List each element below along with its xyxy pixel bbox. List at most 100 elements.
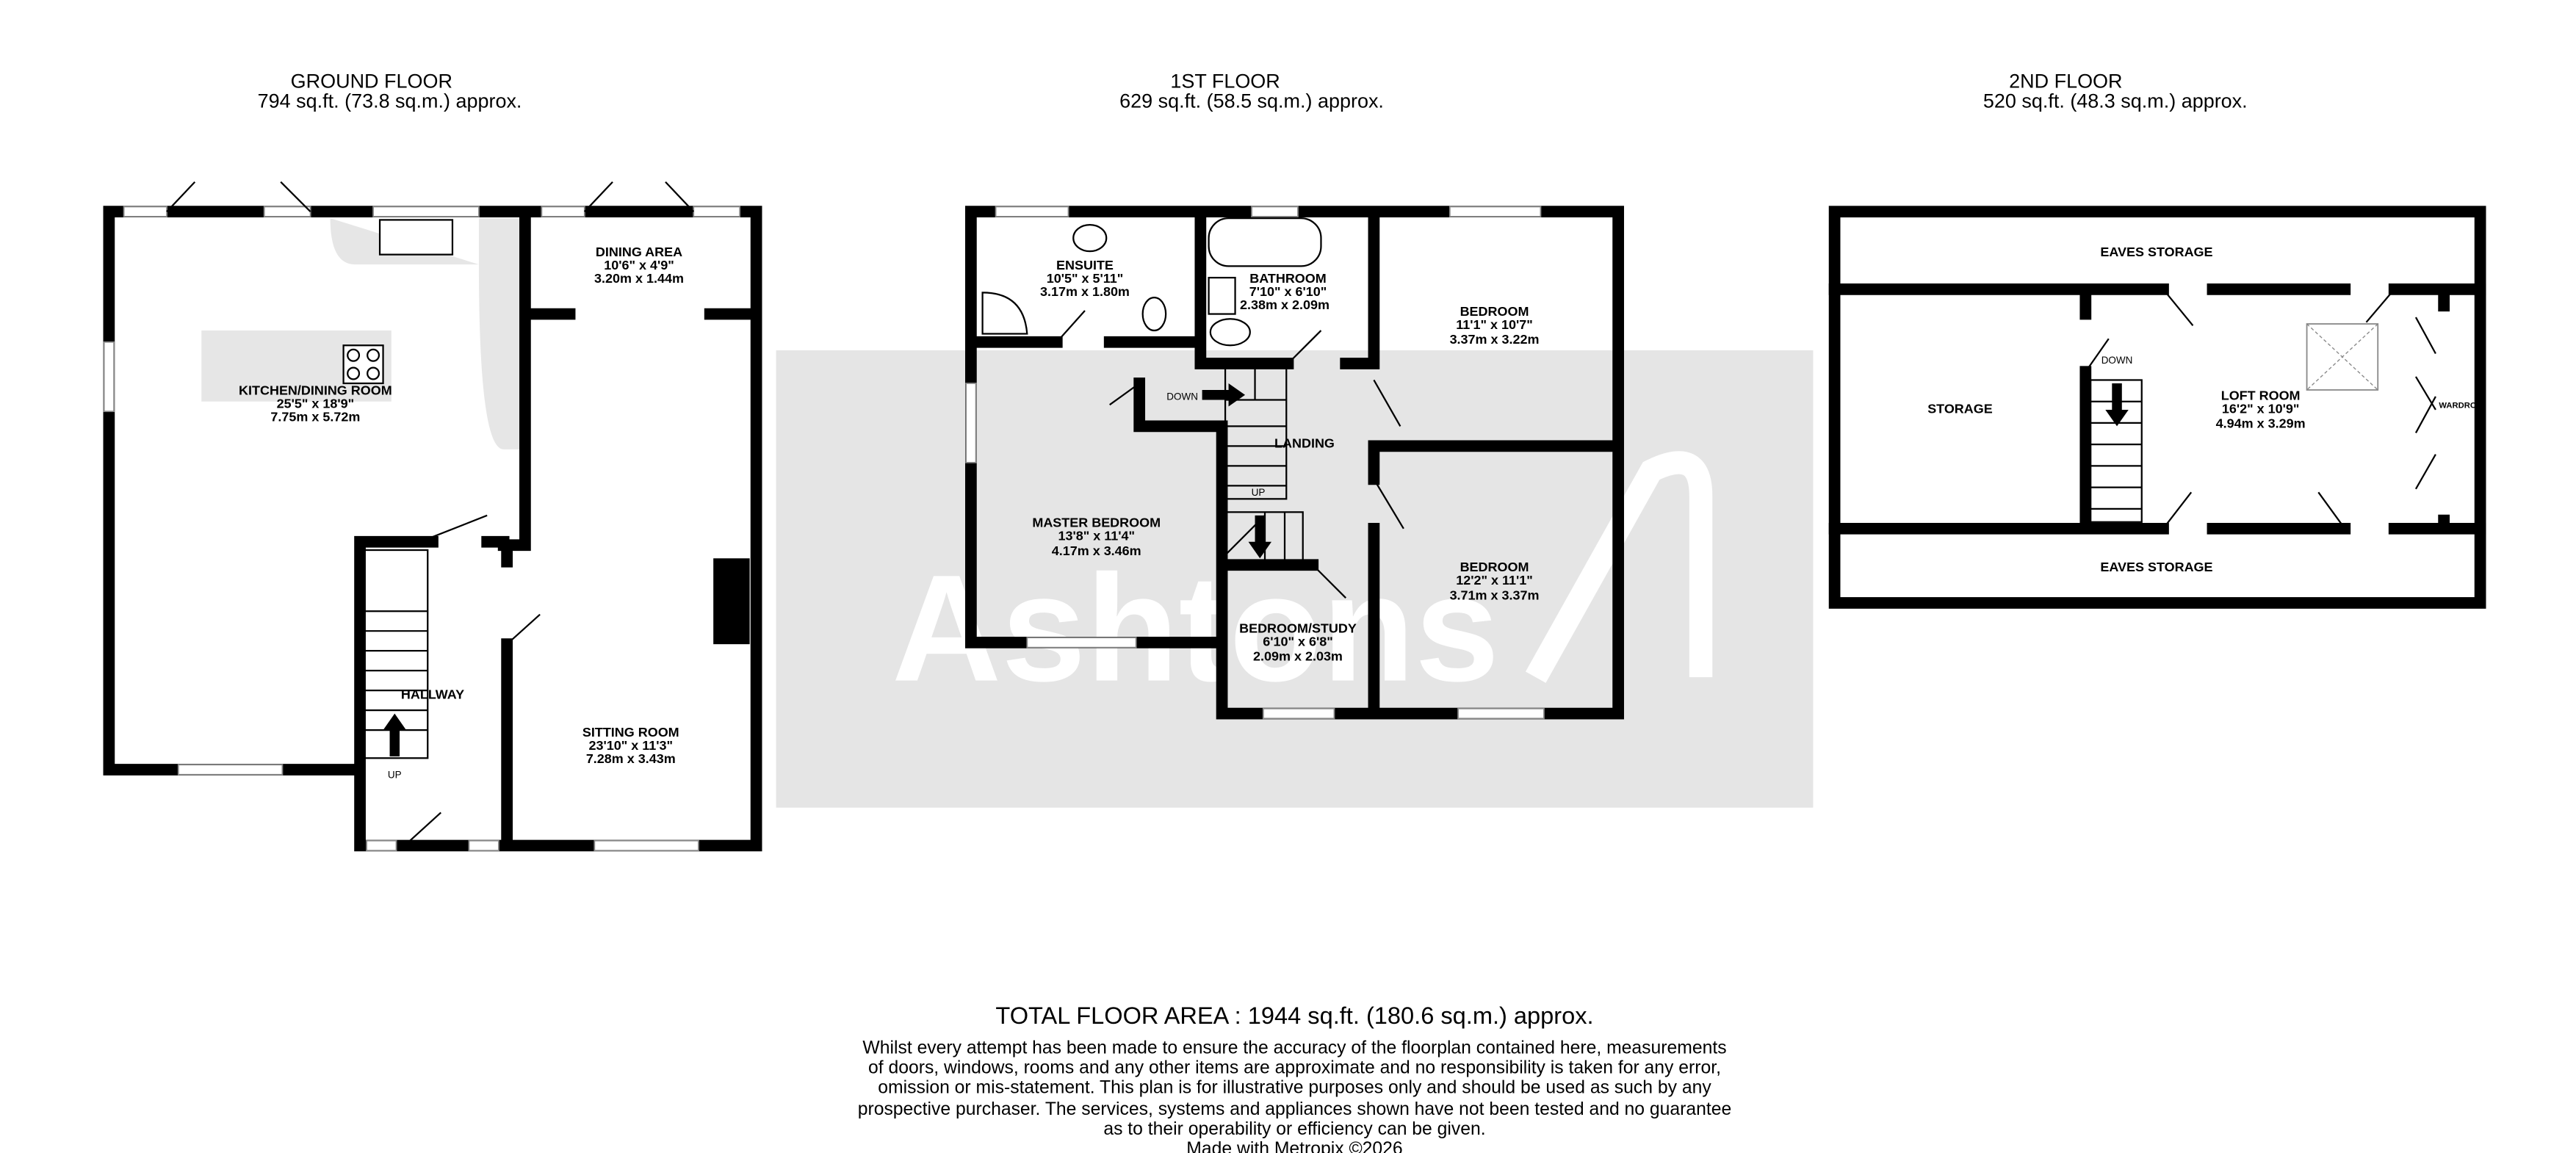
second-floor-plan: DOWN EAVES STORAGE STORAGE LOFT ROOM 16'… bbox=[1828, 206, 2488, 609]
toilet-icon bbox=[1209, 318, 1251, 347]
footer: TOTAL FLOOR AREA : 1944 sq.ft. (180.6 sq… bbox=[858, 1002, 1732, 1153]
disclaimer-line: prospective purchaser. The services, sys… bbox=[858, 1099, 1732, 1119]
room-hallway: HALLWAY bbox=[401, 687, 464, 701]
disclaimer-line: Whilst every attempt has been made to en… bbox=[862, 1038, 1726, 1058]
first-floor-header: 1ST FLOOR 629 sq.ft. (58.5 sq.m.) approx… bbox=[1119, 71, 1384, 112]
room-kitchen-dining: KITCHEN/DINING ROOM 25'5" x 18'9" 7.75m … bbox=[239, 383, 392, 424]
shower-icon bbox=[981, 292, 1028, 335]
floor-area: 520 sq.ft. (48.3 sq.m.) approx. bbox=[1983, 90, 2248, 112]
arrow-up-icon bbox=[383, 713, 407, 757]
room-dimensions-imperial: 16'2" x 10'9" bbox=[2222, 401, 2300, 416]
door-swing bbox=[1056, 310, 1404, 599]
window bbox=[1262, 707, 1335, 720]
kitchen-counter bbox=[330, 218, 521, 449]
room-name: BATHROOM bbox=[1249, 271, 1326, 286]
room-master-bedroom: MASTER BEDROOM 13'8" x 11'4" 4.17m x 3.4… bbox=[1032, 516, 1161, 558]
room-bedroom-1: BEDROOM 11'1" x 10'7" 3.37m x 3.22m bbox=[1450, 304, 1540, 347]
room-dimensions-imperial: 13'8" x 11'4" bbox=[1058, 529, 1135, 543]
ground-floor-header: GROUND FLOOR 794 sq.ft. (73.8 sq.m.) app… bbox=[258, 71, 522, 112]
room-name: MASTER BEDROOM bbox=[1032, 516, 1161, 530]
room-wardrobe: WARDROBE bbox=[2439, 402, 2488, 411]
room-loft-room: LOFT ROOM 16'2" x 10'9" 4.94m x 3.29m bbox=[2216, 388, 2306, 430]
room-landing: LANDING bbox=[1274, 436, 1335, 451]
room-storage: STORAGE bbox=[1927, 401, 1993, 416]
basin-icon bbox=[1208, 276, 1236, 315]
roof-window bbox=[2306, 323, 2379, 391]
room-name: SITTING ROOM bbox=[582, 725, 679, 740]
window bbox=[1026, 637, 1137, 648]
window bbox=[594, 839, 699, 852]
fireplace bbox=[713, 558, 750, 645]
room-dimensions-imperial: 10'6" x 4'9" bbox=[604, 258, 674, 272]
room-eaves-storage-top: EAVES STORAGE bbox=[2100, 245, 2212, 259]
window bbox=[177, 764, 284, 776]
room-bedroom-2: BEDROOM 12'2" x 11'1" 3.71m x 3.37m bbox=[1450, 560, 1540, 602]
arrow-down-icon bbox=[2105, 383, 2129, 427]
room-dimensions-imperial: 6'10" x 6'8" bbox=[1263, 634, 1333, 648]
room-dimensions-imperial: 23'10" x 11'3" bbox=[588, 738, 673, 753]
staircase bbox=[1202, 366, 1304, 566]
ground-floor-plan: UP KITCHEN/DINING ROOM 25'5" x 18'9" 7.7… bbox=[103, 181, 762, 852]
floor-area: 794 sq.ft. (73.8 sq.m.) approx. bbox=[258, 90, 522, 112]
room-name: BEDROOM/STUDY bbox=[1239, 621, 1357, 635]
arrow-right-icon bbox=[1202, 383, 1246, 407]
window bbox=[1448, 206, 1542, 217]
arrow-down-icon bbox=[1248, 515, 1272, 559]
room-ensuite: ENSUITE 10'5" x 5'11" 3.17m x 1.80m bbox=[1040, 258, 1130, 299]
window bbox=[1457, 707, 1545, 720]
toilet-icon bbox=[1141, 296, 1167, 332]
room-dimensions-metric: 3.20m x 1.44m bbox=[594, 271, 684, 286]
hob-icon bbox=[342, 344, 384, 385]
room-name: BEDROOM bbox=[1460, 304, 1529, 319]
disclaimer-line: of doors, windows, rooms and any other i… bbox=[868, 1058, 1721, 1078]
floor-title: 1ST FLOOR bbox=[1170, 71, 1280, 93]
room-name: DINING AREA bbox=[596, 245, 682, 259]
room-name: BEDROOM bbox=[1460, 560, 1529, 574]
room-dimensions-metric: 2.09m x 2.03m bbox=[1253, 649, 1343, 664]
bath-icon bbox=[1208, 217, 1322, 267]
window bbox=[123, 206, 167, 217]
floor-title: GROUND FLOOR bbox=[291, 71, 452, 93]
watermark-logo-mark bbox=[1525, 451, 1713, 683]
window bbox=[366, 839, 397, 852]
room-bedroom-study: BEDROOM/STUDY 6'10" x 6'8" 2.09m x 2.03m bbox=[1239, 621, 1357, 663]
watermark-background bbox=[776, 350, 1814, 808]
room-bathroom: BATHROOM 7'10" x 6'10" 2.38m x 2.09m bbox=[1240, 271, 1330, 312]
window bbox=[693, 206, 741, 217]
second-floor-header: 2ND FLOOR 520 sq.ft. (48.3 sq.m.) approx… bbox=[1983, 71, 2248, 112]
window bbox=[103, 341, 115, 413]
staircase bbox=[362, 549, 429, 759]
disclaimer-line: as to their operability or efficiency ca… bbox=[1103, 1119, 1485, 1139]
room-eaves-storage-bottom: EAVES STORAGE bbox=[2100, 560, 2212, 574]
room-dimensions-metric: 3.71m x 3.37m bbox=[1450, 588, 1540, 602]
disclaimer-line: omission or mis-statement. This plan is … bbox=[878, 1078, 1711, 1098]
room-dimensions-metric: 3.17m x 1.80m bbox=[1040, 284, 1130, 299]
stairs-label: UP bbox=[388, 769, 402, 780]
room-dimensions-metric: 7.28m x 3.43m bbox=[586, 751, 676, 766]
room-dimensions-imperial: 25'5" x 18'9" bbox=[277, 397, 355, 411]
room-dimensions-imperial: 12'2" x 11'1" bbox=[1456, 573, 1533, 588]
stairs-down-label: DOWN bbox=[1166, 391, 1198, 402]
room-sitting-room: SITTING ROOM 23'10" x 11'3" 7.28m x 3.43… bbox=[582, 725, 679, 766]
window bbox=[372, 206, 480, 217]
watermark: Ashtons bbox=[776, 350, 1814, 808]
stairs-down-label: DOWN bbox=[2101, 355, 2133, 366]
window bbox=[541, 206, 585, 217]
room-dimensions-metric: 7.75m x 5.72m bbox=[270, 410, 360, 424]
room-dimensions-metric: 4.17m x 3.46m bbox=[1052, 543, 1141, 558]
room-dimensions-imperial: 10'5" x 5'11" bbox=[1047, 271, 1124, 286]
door-swing bbox=[2085, 289, 2436, 529]
room-dimensions-metric: 3.37m x 3.22m bbox=[1450, 332, 1540, 347]
room-dimensions-metric: 2.38m x 2.09m bbox=[1240, 297, 1330, 312]
room-dimensions-imperial: 11'1" x 10'7" bbox=[1456, 317, 1533, 332]
window bbox=[263, 206, 311, 217]
credit: Made with Metropix ©2026 bbox=[1186, 1139, 1402, 1153]
basin-icon bbox=[1072, 224, 1108, 253]
room-dimensions-metric: 4.94m x 3.29m bbox=[2216, 416, 2306, 431]
room-name: KITCHEN/DINING ROOM bbox=[239, 383, 392, 398]
room-dining-area: DINING AREA 10'6" x 4'9" 3.20m x 1.44m bbox=[594, 245, 684, 286]
floor-area: 629 sq.ft. (58.5 sq.m.) approx. bbox=[1119, 90, 1384, 112]
stairs-up-label: UP bbox=[1252, 487, 1266, 498]
window bbox=[1251, 206, 1299, 217]
